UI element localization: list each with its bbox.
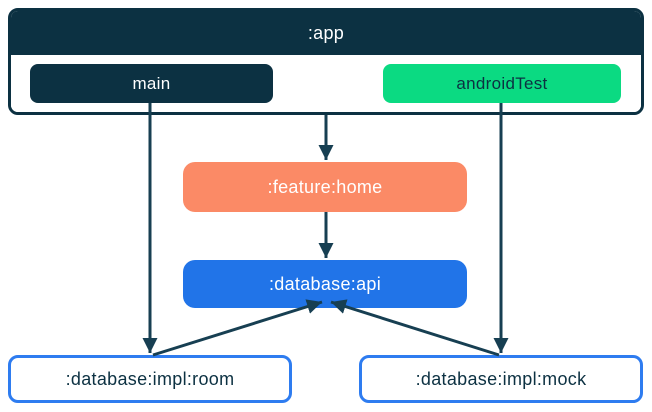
node-app-container: :app main androidTest [8,8,644,115]
node-database-api-label: :database:api [269,273,381,294]
node-database-impl-mock: :database:impl:mock [359,355,643,403]
node-feature-home-label: :feature:home [267,176,383,197]
edge-database-impl-room-to-database-api [152,299,323,357]
node-database-impl-mock-label: :database:impl:mock [415,368,587,389]
node-source-set-androidtest: androidTest [383,64,621,103]
source-set-main-label: main [132,73,171,93]
node-app-body: main androidTest [11,55,641,112]
node-feature-home: :feature:home [183,162,467,212]
source-set-androidtest-label: androidTest [456,73,548,93]
edge-database-impl-mock-to-database-api [330,299,500,357]
node-app-header: :app [11,11,641,55]
node-database-impl-room-label: :database:impl:room [65,368,235,389]
node-database-impl-room: :database:impl:room [8,355,292,403]
node-source-set-main: main [30,64,273,103]
node-app-label: :app [307,22,345,43]
node-database-api: :database:api [183,260,467,308]
